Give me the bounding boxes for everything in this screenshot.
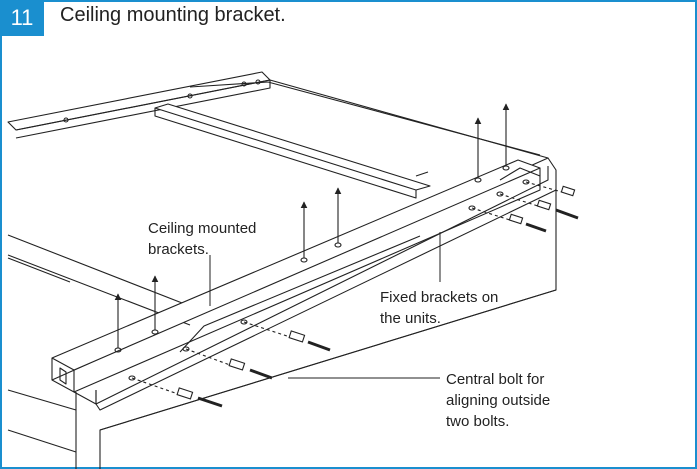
label-central-bolt: Central bolt for aligning outside two bo…	[446, 369, 550, 432]
label-ceiling-line-1: Ceiling mounted	[148, 220, 257, 237]
bolt-3	[243, 321, 331, 352]
step-number-badge: 11	[0, 0, 44, 36]
label-bolt-line-3: two bolts.	[446, 413, 510, 430]
ceiling-mounted-bracket-channel	[51, 159, 541, 405]
label-bolt-line-2: aligning outside	[446, 392, 551, 409]
label-ceiling-mounted-brackets: Ceiling mounted brackets.	[148, 218, 256, 260]
ceiling-fixing-arrows	[114, 103, 510, 348]
label-fixed-brackets: Fixed brackets on the units.	[380, 287, 498, 329]
bolt-2	[185, 348, 273, 380]
bolt-4	[471, 207, 547, 233]
fixed-bracket-on-unit	[95, 166, 557, 411]
fixing-bolts	[131, 181, 579, 408]
bolt-1	[131, 377, 223, 408]
ceiling-cross-beam	[154, 103, 431, 199]
bolt-5	[499, 193, 579, 220]
label-bolt-line-1: Central bolt for	[446, 371, 545, 388]
step-title: Ceiling mounting bracket.	[60, 4, 286, 26]
label-ceiling-line-2: brackets.	[148, 241, 209, 258]
bracket-holes	[114, 165, 530, 381]
bolt-6	[525, 181, 576, 197]
label-fixed-line-1: Fixed brackets on	[380, 289, 499, 306]
label-fixed-line-2: the units.	[380, 310, 441, 327]
callout-leaders	[209, 232, 441, 379]
